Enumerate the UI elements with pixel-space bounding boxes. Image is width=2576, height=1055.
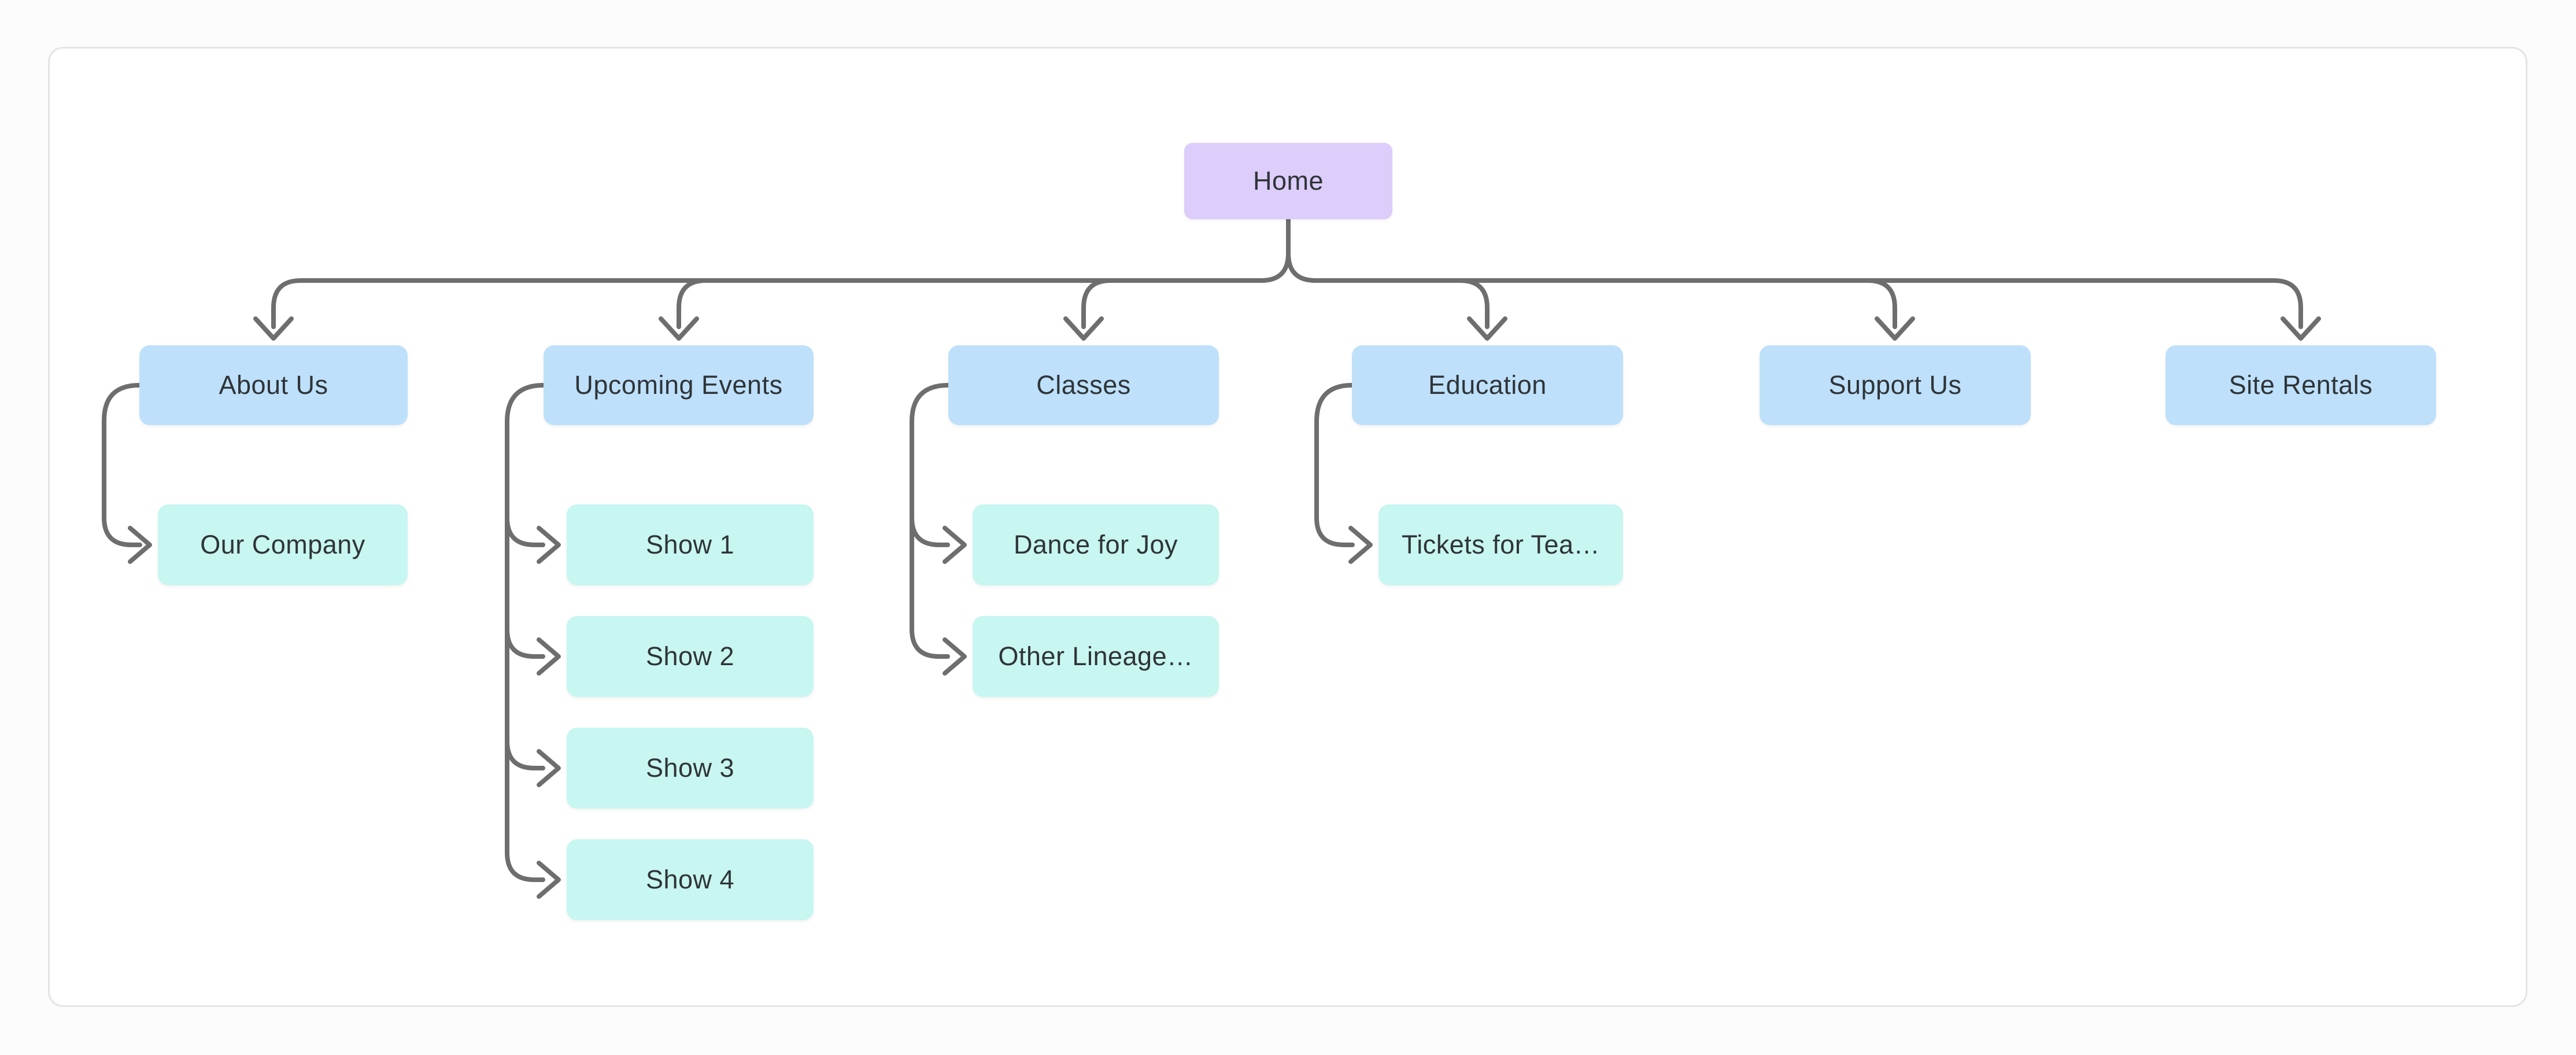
rail-classes [910,383,951,659]
node-upcoming-events[interactable]: Upcoming Events [544,345,814,425]
peel-show1 [505,515,545,547]
edge-home-left-arm [271,217,1291,329]
node-tickets-for-tea-label: Tickets for Tea… [1401,530,1601,559]
node-other-lineage-label: Other Lineage… [998,641,1193,671]
rail-about [102,383,142,547]
arrowhead-show2 [537,637,561,676]
node-site-rentals[interactable]: Site Rentals [2165,345,2436,425]
node-classes[interactable]: Classes [948,345,1219,425]
node-classes-label: Classes [1036,370,1131,400]
node-tickets-for-tea[interactable]: Tickets for Tea… [1378,504,1623,585]
arrowhead-site-rentals [2281,316,2321,341]
node-other-lineage[interactable]: Other Lineage… [973,616,1219,697]
node-about-us[interactable]: About Us [139,345,408,425]
node-our-company-label: Our Company [200,530,365,559]
node-about-us-label: About Us [219,370,328,400]
node-home-label: Home [1252,166,1324,195]
node-support-us[interactable]: Support Us [1760,345,2031,425]
arrowhead-tickets [1348,526,1373,564]
edge-branch-support [1865,278,1897,329]
edge-branch-upcoming [677,278,708,329]
peel-show3 [505,739,545,770]
node-show-4-label: Show 4 [645,865,735,894]
node-show-3[interactable]: Show 3 [567,728,814,809]
rail-education [1314,383,1355,547]
node-education-label: Education [1428,370,1547,400]
arrowhead-about [253,316,294,341]
rail-upcoming [505,383,546,882]
node-site-rentals-label: Site Rentals [2228,370,2373,400]
node-dance-for-joy[interactable]: Dance for Joy [973,504,1219,585]
arrowhead-other-lineage [943,637,967,676]
arrowhead-show3 [537,749,561,787]
arrowhead-support [1875,316,1915,341]
peel-show2 [505,627,545,659]
node-show-1[interactable]: Show 1 [567,504,814,585]
node-home[interactable]: Home [1184,143,1392,219]
arrowhead-upcoming [659,316,699,341]
node-show-4[interactable]: Show 4 [567,839,814,920]
node-education[interactable]: Education [1352,345,1623,425]
edge-home-right-arm [1286,251,2303,329]
arrowhead-show4 [537,861,561,899]
arrowhead-dance [943,526,967,564]
edge-branch-education [1458,278,1490,329]
edge-branch-classes [1081,278,1113,329]
node-upcoming-events-label: Upcoming Events [574,370,783,400]
arrowhead-education [1467,316,1507,341]
node-show-2[interactable]: Show 2 [567,616,814,697]
node-show-3-label: Show 3 [645,753,735,783]
arrowhead-classes [1063,316,1104,341]
arrowhead-show1 [537,526,561,564]
node-support-us-label: Support Us [1828,370,1962,400]
node-show-2-label: Show 2 [645,641,735,671]
arrowhead-our-company [128,526,152,564]
peel-dance [910,515,950,547]
node-our-company[interactable]: Our Company [158,504,408,585]
node-show-1-label: Show 1 [645,530,735,559]
node-dance-for-joy-label: Dance for Joy [1013,530,1178,559]
